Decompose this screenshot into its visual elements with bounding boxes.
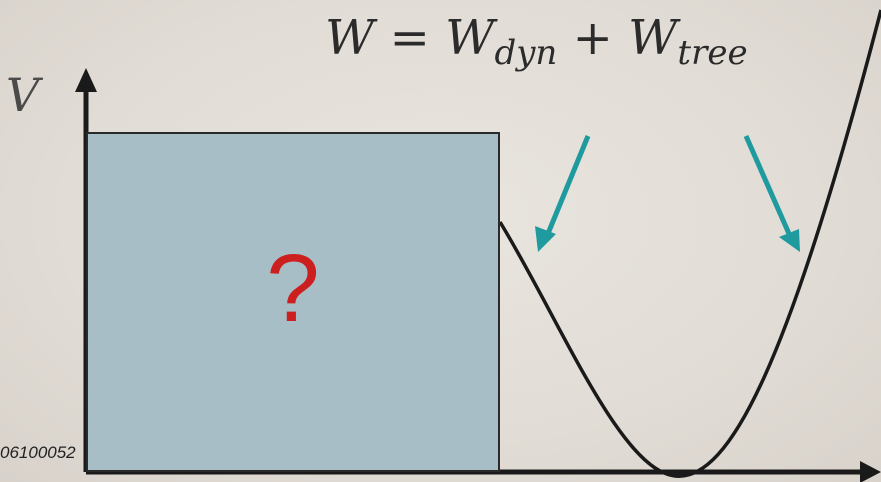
equation-equals: = [389,10,430,66]
equation-term2-base: W [628,10,678,66]
equation-term1-sub: dyn [494,33,558,73]
arrow-left [535,135,591,252]
watermark-id: 06100052 [0,443,76,462]
x-axis-arrowhead [860,461,881,482]
equation-term1-base: W [445,10,495,66]
unknown-region-box: ? [86,132,500,472]
arrow-right [743,134,800,252]
equation-lhs: W [325,10,375,66]
equation: W = Wdyn + Wtree [325,8,865,78]
y-axis-arrowhead [75,68,97,92]
question-mark: ? [266,235,320,342]
equation-term2-sub: tree [677,33,748,73]
equation-plus: + [572,10,613,66]
y-axis-label: V [6,68,40,122]
potential-curve [498,9,881,478]
